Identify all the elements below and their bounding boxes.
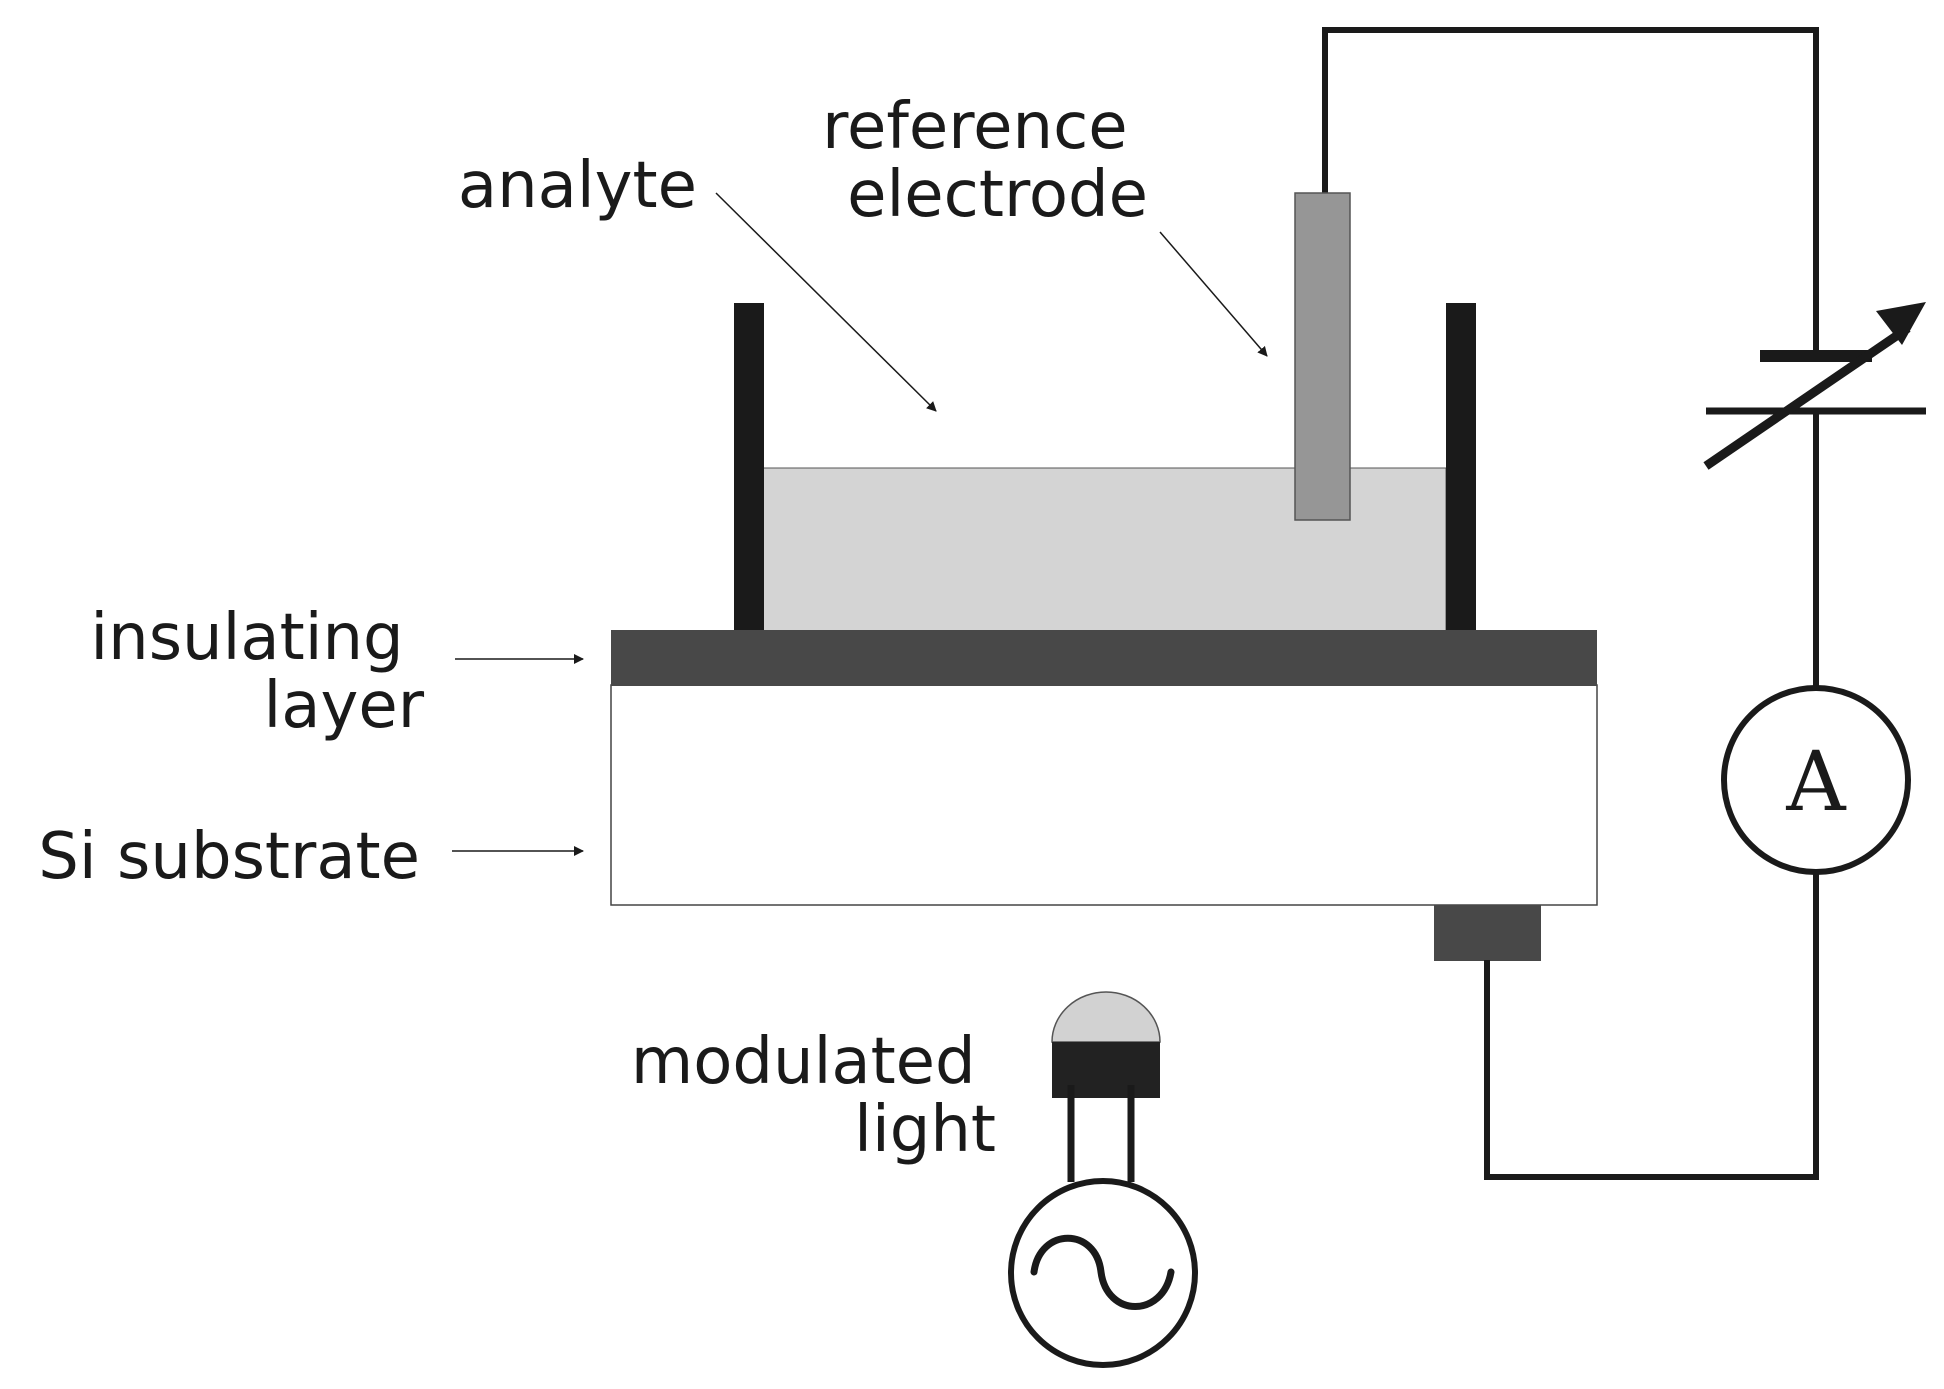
analyte-label: analyte <box>458 149 697 223</box>
variable-arrowhead-icon <box>1876 302 1926 345</box>
insulating-layer-label: insulating layer <box>90 601 424 743</box>
reference-electrode-pointer-icon <box>1159 231 1268 357</box>
insulating-layer-label-line-1: insulating <box>90 601 403 675</box>
insulating-layer-label-line-2: layer <box>263 669 424 743</box>
variable-arrow-icon <box>1703 324 1911 470</box>
modulated-light-source <box>1051 991 1161 1182</box>
cell-wall-right <box>1446 303 1476 633</box>
sine-wave-icon <box>1030 1234 1175 1310</box>
back-contact <box>1434 905 1541 961</box>
si-substrate <box>610 684 1598 906</box>
reference-electrode <box>1294 192 1351 521</box>
analyte-pointer-icon <box>715 192 937 412</box>
modulated-light-label: modulated light <box>631 1025 996 1167</box>
ammeter-circle <box>1721 685 1911 875</box>
insulating-layer <box>611 630 1597 686</box>
cell-wall-left <box>734 303 764 633</box>
ammeter-return-wire <box>1484 872 1819 1180</box>
variable-voltage-source <box>1703 302 1926 470</box>
reference-electrode-label-line-1: reference <box>822 90 1128 164</box>
si-substrate-label: Si substrate <box>38 820 420 894</box>
ammeter: A <box>1721 685 1911 875</box>
reference-wire <box>1322 27 1819 352</box>
reference-electrode-label: reference electrode <box>822 90 1148 232</box>
light-lens <box>1051 991 1161 1043</box>
reference-electrode-label-line-2: electrode <box>847 158 1148 232</box>
ammeter-symbol: A <box>1785 735 1847 830</box>
ac-source <box>1008 1178 1198 1368</box>
modulated-light-label-line-1: modulated <box>631 1025 976 1099</box>
modulated-light-label-line-2: light <box>854 1093 996 1167</box>
